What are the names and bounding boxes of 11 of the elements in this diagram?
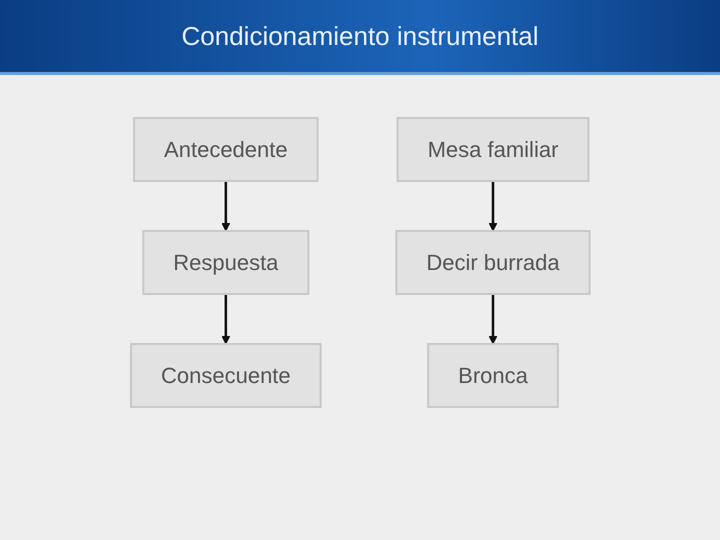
node-box: Antecedente (132, 117, 318, 182)
arrow (488, 181, 498, 232)
arrow (488, 294, 498, 344)
node-box: Mesa familiar (396, 117, 590, 182)
node-box: Bronca (426, 343, 559, 408)
node-box: Respuesta (142, 230, 310, 295)
arrow (221, 181, 230, 232)
slide-title: Condicionamiento instrumental (182, 20, 538, 52)
node-box: Decir burrada (395, 230, 590, 295)
arrow (221, 294, 230, 344)
node-box: Consecuente (130, 343, 322, 408)
